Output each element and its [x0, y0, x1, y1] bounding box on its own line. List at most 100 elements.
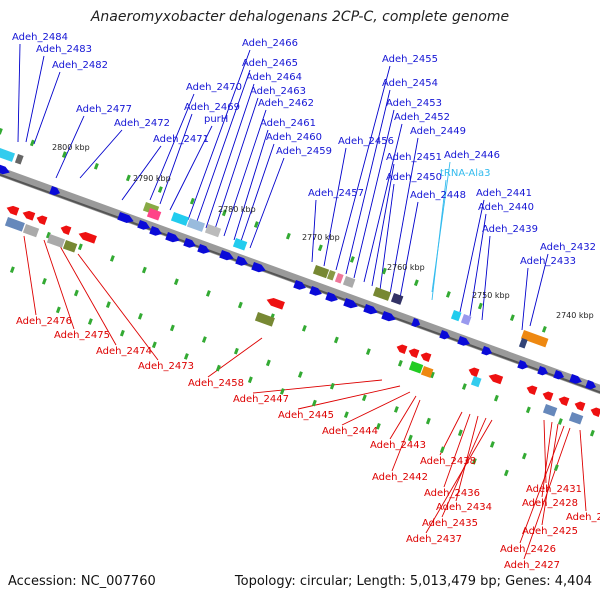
forward-gene-label: Adeh_2459	[276, 146, 332, 157]
reverse-gene-label: Adeh_2428	[522, 498, 578, 509]
forward-label-connector	[55, 115, 85, 179]
reverse-gene-label: Adeh_2458	[188, 378, 244, 389]
scale-tick	[445, 291, 451, 298]
scale-tick	[553, 464, 559, 472]
reverse-gene-label: Adeh_2437	[406, 534, 462, 545]
forward-gene-label: Adeh_2455	[382, 54, 438, 65]
scale-tick	[77, 243, 83, 251]
forward-label-connector	[363, 123, 403, 283]
forward-gene	[585, 380, 597, 390]
gene-category-block	[146, 208, 162, 221]
scale-tick	[503, 469, 509, 477]
gene-category-block	[4, 217, 25, 232]
gene-category-block	[542, 404, 558, 417]
forward-gene-label: Adeh_2484	[12, 32, 68, 43]
reverse-gene	[396, 344, 408, 354]
forward-label-connector	[469, 213, 487, 317]
scale-tick	[279, 388, 285, 395]
scale-tick	[55, 306, 61, 314]
forward-gene-label: Adeh_2469	[184, 102, 240, 113]
gene-category-block	[312, 265, 330, 279]
forward-gene-label: Adeh_2451	[386, 152, 442, 163]
scale-tick	[93, 162, 99, 170]
scale-tick	[393, 406, 399, 413]
reverse-label-connector	[523, 427, 571, 560]
scale-tick	[439, 446, 445, 453]
scale-tick	[493, 394, 499, 402]
forward-gene	[325, 292, 338, 302]
scale-tick	[119, 329, 125, 337]
scale-tick	[413, 279, 419, 287]
scale-tick	[215, 364, 221, 372]
reverse-gene-label: Adeh_2425	[522, 526, 578, 537]
forward-gene	[363, 304, 378, 315]
reverse-label-connector	[579, 429, 587, 512]
reverse-gene-label: Adeh_2442	[372, 472, 428, 483]
forward-gene-label: Adeh_2477	[76, 104, 132, 115]
reverse-label-connector	[207, 337, 263, 378]
gene-category-block	[46, 234, 66, 248]
reverse-gene	[488, 374, 504, 385]
scale-tick	[41, 278, 47, 285]
forward-label-connector	[389, 137, 419, 295]
forward-label-connector	[399, 201, 419, 299]
rna-label-connector	[431, 161, 451, 293]
gene-category-block	[390, 293, 404, 305]
scale-tick	[329, 382, 335, 390]
forward-label-connector	[353, 109, 395, 279]
scale-tick	[183, 353, 189, 360]
reverse-gene-label: Adeh_2444	[322, 426, 378, 437]
scale-tick	[477, 302, 483, 310]
forward-label-connector	[33, 71, 61, 145]
gene-category-block	[186, 218, 206, 232]
scale-label: 2790 kbp	[133, 174, 171, 183]
gene-category-block	[170, 212, 190, 226]
topology-text: Topology: circular; Length: 5,013,479 bp…	[234, 574, 592, 589]
forward-gene	[293, 280, 306, 290]
gene-category-block	[232, 238, 248, 251]
forward-gene	[219, 250, 234, 261]
reverse-gene-label: Adeh_2431	[526, 484, 582, 495]
forward-label-connector	[17, 43, 21, 143]
reverse-gene-label: Adeh_2436	[424, 488, 480, 499]
scale-tick	[365, 348, 371, 355]
forward-gene	[439, 330, 451, 340]
forward-label-connector	[323, 147, 347, 267]
forward-label-connector	[149, 93, 195, 201]
scale-tick	[297, 371, 303, 378]
forward-label-connector	[481, 235, 491, 321]
gene-category-block	[204, 224, 222, 238]
scale-tick	[589, 429, 595, 437]
scale-tick	[141, 266, 147, 274]
forward-label-connector	[335, 65, 391, 271]
forward-label-connector	[459, 199, 485, 313]
reverse-gene	[78, 232, 97, 244]
forward-gene-label: Adeh_2454	[382, 78, 438, 89]
reverse-gene-label: Adeh_2473	[138, 361, 194, 372]
forward-label-connector	[371, 163, 395, 287]
forward-label-connector	[223, 109, 267, 237]
scale-tick	[317, 244, 323, 252]
reverse-label-connector	[341, 391, 411, 426]
forward-label-connector	[521, 267, 529, 331]
forward-gene-label: Adeh_2472	[114, 118, 170, 129]
forward-gene	[381, 311, 396, 322]
rna-gene-label: tRNA-Ala3	[440, 168, 490, 179]
reverse-gene	[6, 205, 20, 216]
reverse-label-connector	[541, 421, 553, 498]
scale-tick	[311, 399, 317, 407]
gene-category-block	[334, 273, 344, 284]
scale-tick	[173, 278, 179, 286]
scale-tick	[361, 394, 367, 402]
forward-gene-label: Adeh_2432	[540, 242, 596, 253]
forward-gene	[197, 244, 210, 254]
scale-tick	[105, 301, 111, 308]
rna-gene-label: Adeh_2446	[444, 150, 500, 161]
reverse-gene	[420, 352, 432, 362]
forward-gene	[251, 262, 266, 273]
reverse-label-connector	[389, 395, 417, 440]
scale-tick	[253, 221, 259, 228]
reverse-label-connector	[252, 379, 383, 394]
forward-label-connector	[25, 55, 45, 143]
scale-tick	[343, 411, 349, 419]
